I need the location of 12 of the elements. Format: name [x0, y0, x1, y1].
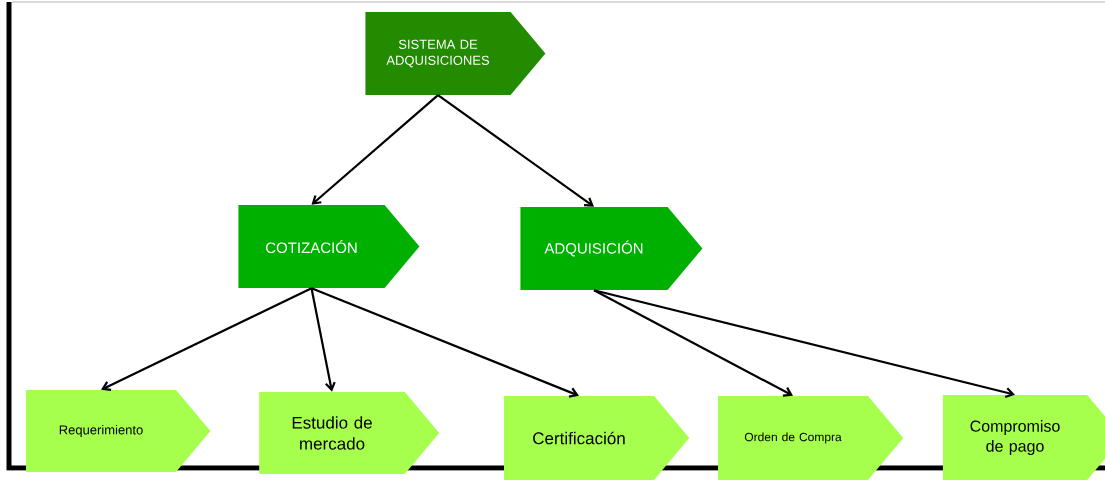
arrow [437, 94, 594, 207]
arrow [593, 289, 1015, 399]
arrow-box: Estudio de mercado [259, 392, 440, 474]
arrow [311, 94, 439, 205]
arrow [310, 288, 336, 392]
arrow-box: Compromiso de pago [942, 395, 1105, 480]
arrow-box: ADQUISICIÓN [520, 207, 703, 290]
arrow [101, 287, 312, 392]
arrow-box: SISTEMA DE ADQUISICIONES [365, 12, 546, 95]
arrow-box: Requerimiento [26, 390, 211, 472]
arrow [593, 289, 793, 397]
arrow [311, 287, 579, 398]
